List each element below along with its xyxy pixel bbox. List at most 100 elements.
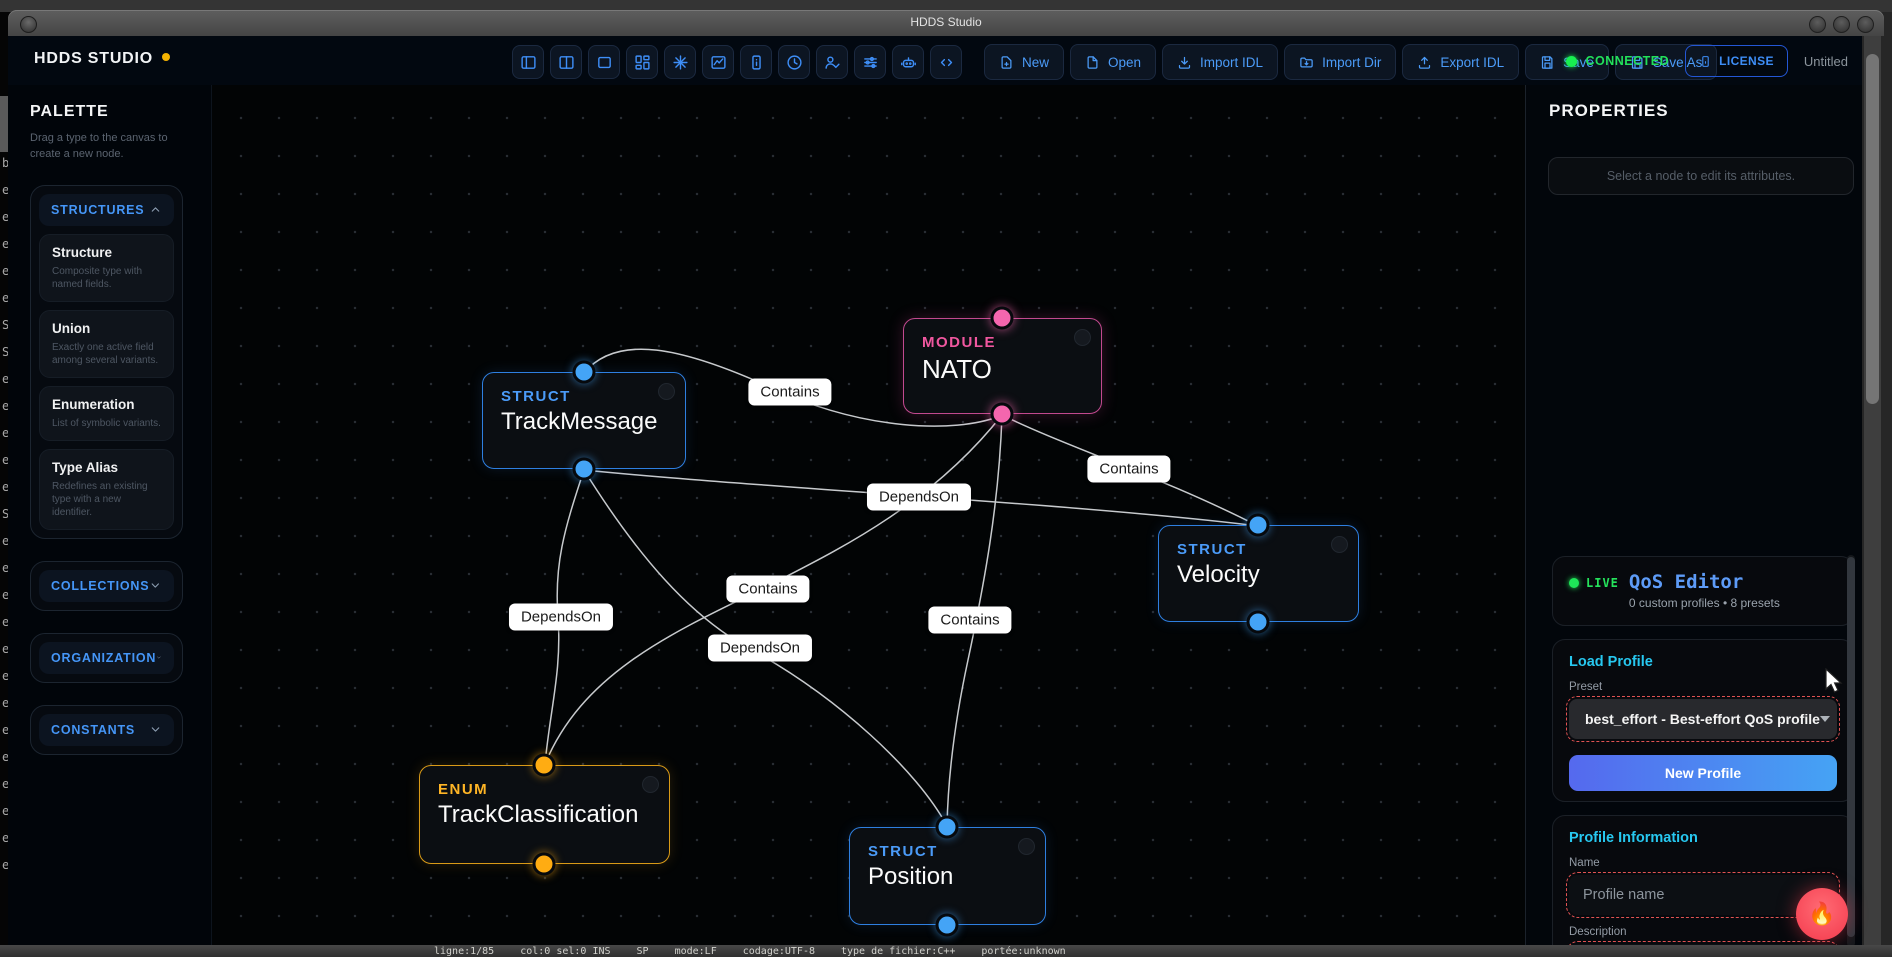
sliders-button[interactable] [854, 45, 886, 79]
preset-select[interactable]: best_effort - Best-effort QoS profile [1566, 696, 1840, 742]
edge-label[interactable]: DependsOn [707, 634, 813, 662]
live-dot [1569, 578, 1579, 588]
clock-icon [786, 54, 802, 70]
handle-nato-top[interactable] [990, 306, 1014, 330]
node-struct-trackmessage[interactable]: STRUCT TrackMessage [482, 372, 686, 469]
palette-group-collections-header[interactable]: COLLECTIONS [39, 569, 174, 602]
profile-information-title: Profile Information [1569, 830, 1698, 846]
window-minimize-button[interactable] [1809, 16, 1826, 33]
edge-layer [544, 348, 1259, 827]
clock-button[interactable] [778, 45, 810, 79]
window-menu-button[interactable] [20, 16, 37, 33]
properties-title: PROPERTIES [1549, 101, 1669, 120]
qos-scrollbar-track[interactable] [1847, 555, 1855, 945]
layout-grid-button[interactable] [626, 45, 658, 79]
palette-item-union[interactable]: Union Exactly one active field among sev… [39, 309, 174, 378]
graph-canvas[interactable]: MODULE NATO STRUCT TrackMessage STRUCT V… [212, 85, 1525, 945]
edge-label[interactable]: Contains [748, 378, 832, 406]
open-button[interactable]: Open [1070, 44, 1157, 80]
import-idl-button[interactable]: Import IDL [1162, 44, 1279, 80]
window-maximize-button[interactable] [1833, 16, 1850, 33]
handle-trackclassification-bottom[interactable] [532, 852, 556, 876]
profile-name-input[interactable] [1566, 872, 1840, 918]
floppy-icon [1631, 55, 1643, 69]
edge-label[interactable]: Contains [1087, 455, 1171, 483]
new-profile-button[interactable]: New Profile [1569, 755, 1837, 791]
app-header: HDDS STUDIO New Open Import IDL Import D… [8, 36, 1862, 86]
edge-label[interactable]: DependsOn [508, 603, 614, 631]
live-badge: LIVE [1569, 576, 1619, 590]
chevron-down-icon [152, 583, 160, 588]
edge-label[interactable]: DependsOn [866, 483, 972, 511]
chart-line-button[interactable] [702, 45, 734, 79]
bot-button[interactable] [892, 45, 924, 79]
handle-nato-bottom[interactable] [990, 402, 1014, 426]
new-button[interactable]: New [984, 44, 1065, 80]
connection-label: CONNECTED [1585, 54, 1670, 68]
edge-nato-position[interactable] [946, 414, 1003, 827]
node-menu-dot[interactable] [658, 383, 675, 400]
window-titlebar[interactable]: HDDS Studio [8, 10, 1884, 36]
handle-velocity-top[interactable] [1246, 513, 1270, 537]
palette-item-enumeration[interactable]: Enumeration List of symbolic variants. [39, 385, 174, 441]
palette-item-desc: List of symbolic variants. [52, 417, 161, 429]
export-idl-button[interactable]: Export IDL [1402, 44, 1520, 80]
window-close-button[interactable] [1857, 16, 1874, 33]
qos-scrollbar-thumb[interactable] [1847, 557, 1855, 937]
file-title: Untitled [1803, 53, 1848, 69]
handle-position-bottom[interactable] [935, 913, 959, 937]
node-module-nato[interactable]: MODULE NATO [903, 318, 1102, 414]
license-button[interactable]: LICENSE [1685, 45, 1788, 77]
import-dir-button[interactable]: Import Dir [1284, 44, 1397, 80]
load-profile-card: Load Profile Preset best_effort - Best-e… [1552, 639, 1854, 802]
palette-group-constants-header[interactable]: CONSTANTS [39, 713, 174, 746]
file-icon [1087, 55, 1098, 69]
app-brand-label: HDDS STUDIO [34, 50, 154, 67]
sidebar-info-button[interactable] [740, 45, 772, 79]
handle-trackmessage-bottom[interactable] [572, 457, 596, 481]
file-plus-icon [1001, 55, 1012, 69]
palette-group-organization-header[interactable]: ORGANIZATION [39, 641, 174, 674]
editor-statusbar: ligne:1/85 col:0 sel:0 INS SP mode:LF co… [0, 945, 1892, 957]
node-struct-position[interactable]: STRUCT Position [849, 827, 1046, 925]
node-menu-dot[interactable] [1074, 329, 1091, 346]
handle-position-top[interactable] [935, 815, 959, 839]
background-scrollbar-thumb[interactable] [1866, 54, 1879, 404]
node-name-label: TrackMessage [501, 408, 658, 435]
handle-trackmessage-top[interactable] [572, 360, 596, 384]
handle-velocity-bottom[interactable] [1246, 610, 1270, 634]
panel-left-button[interactable] [512, 45, 544, 79]
properties-panel: PROPERTIES Select a node to edit its att… [1525, 85, 1862, 945]
save-button[interactable]: Save [1525, 44, 1609, 80]
node-menu-dot[interactable] [1018, 838, 1035, 855]
palette-item-type-alias[interactable]: Type Alias Redefines an existing type wi… [39, 448, 174, 530]
node-enum-trackclassification[interactable]: ENUM TrackClassification [419, 765, 670, 864]
palette-item-structure[interactable]: Structure Composite type with named fiel… [39, 233, 174, 302]
panel-full-icon [597, 56, 611, 68]
node-menu-dot[interactable] [1331, 536, 1348, 553]
chevron-down-icon [151, 727, 160, 733]
statusbar-segment: ligne:1/85 [434, 945, 495, 957]
fire-button[interactable]: 🔥 [1796, 888, 1848, 940]
profile-description-input[interactable] [1566, 941, 1840, 945]
save-as-button[interactable]: Save As [1614, 44, 1718, 80]
background-scrollbar-piece [0, 96, 10, 152]
edge-label[interactable]: Contains [726, 575, 810, 603]
save-as-button-label: Save As [1652, 54, 1703, 70]
palette-group-structures-header[interactable]: STRUCTURES [39, 193, 174, 226]
user-check-button[interactable] [816, 45, 848, 79]
qos-editor-header-card: LIVE QoS Editor 0 custom profiles • 8 pr… [1552, 556, 1854, 626]
name-label: Name [1569, 857, 1600, 869]
node-menu-dot[interactable] [642, 776, 659, 793]
statusbar-segment: mode:LF [674, 945, 717, 957]
chart-line-icon [710, 55, 726, 69]
node-struct-velocity[interactable]: STRUCT Velocity [1158, 525, 1359, 622]
edge-label[interactable]: Contains [928, 606, 1012, 634]
export-idl-label: Export IDL [1440, 54, 1505, 70]
window-title: HDDS Studio [910, 15, 982, 29]
code-button[interactable] [930, 45, 962, 79]
handle-trackclassification-top[interactable] [532, 753, 556, 777]
sparkle-button[interactable] [664, 45, 696, 79]
panel-full-button[interactable] [588, 45, 620, 79]
panel-split-button[interactable] [550, 45, 582, 79]
